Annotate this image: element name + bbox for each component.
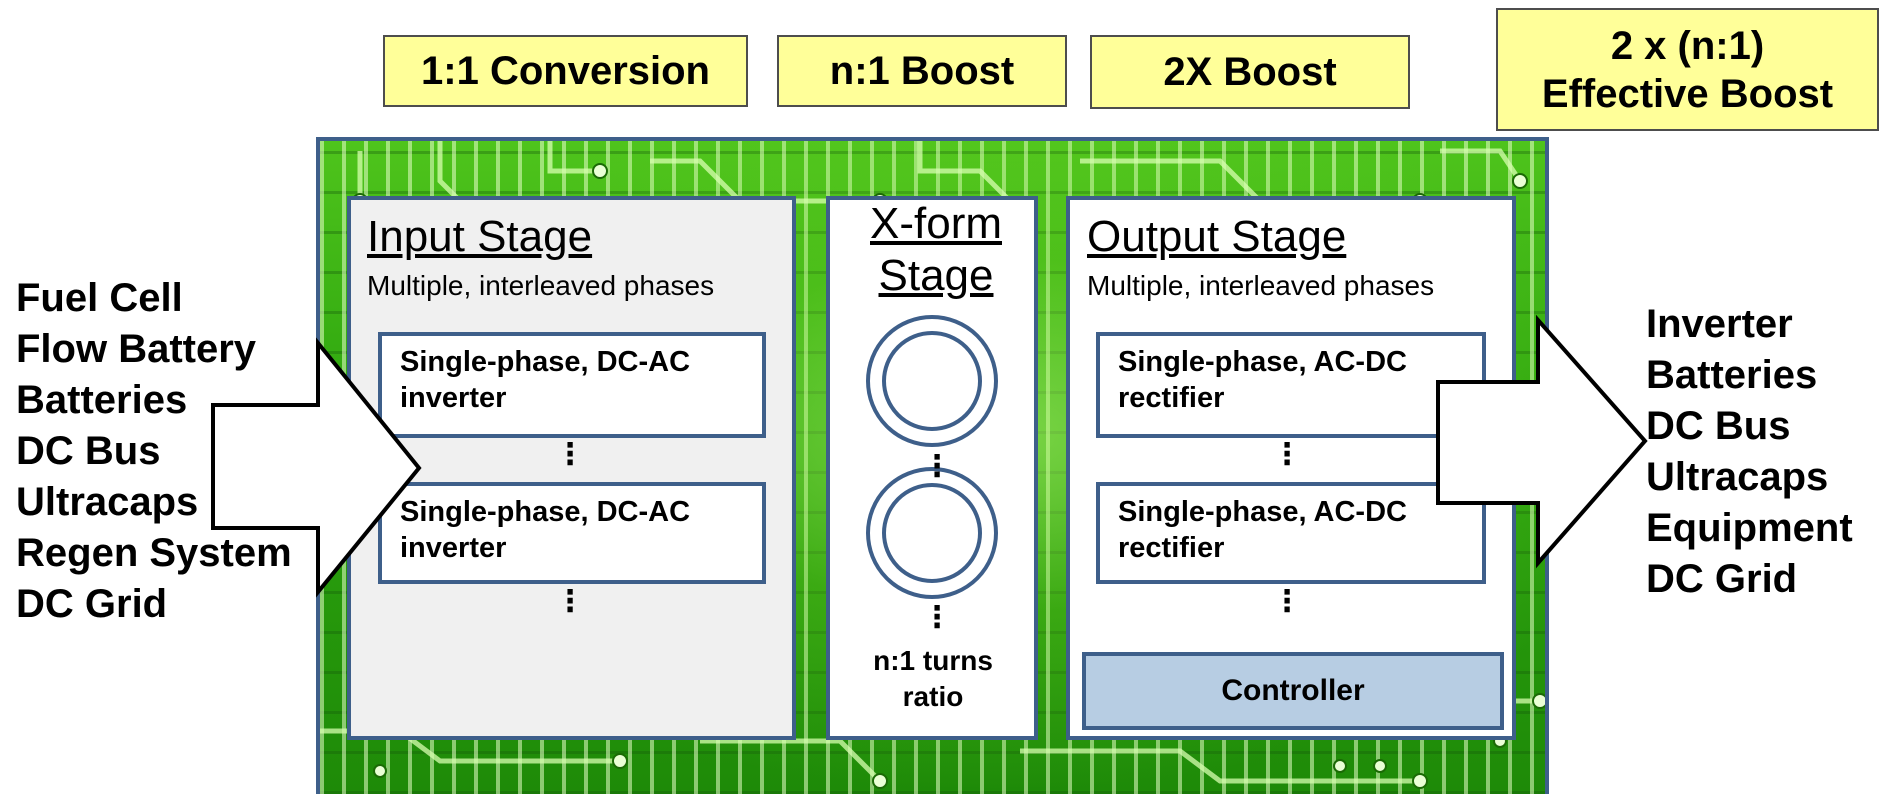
gain-label-n-boost: n:1 Boost: [777, 35, 1067, 107]
input-inverter-block-1: Single-phase, DC-AC inverter: [378, 332, 766, 438]
transformer-coil-2-inner: [882, 483, 982, 583]
output-stage-subtitle: Multiple, interleaved phases: [1087, 270, 1435, 301]
gain-label-2x-boost: 2X Boost: [1090, 35, 1410, 109]
load-item: DC Bus: [1646, 404, 1791, 448]
load-item: Ultracaps: [1646, 455, 1829, 499]
gain-label-1to1-conversion: 1:1 Conversion: [383, 35, 748, 107]
xform-stage-title: X-form Stage: [870, 199, 1002, 300]
source-item: Fuel Cell: [16, 276, 183, 320]
output-ellipsis-2: ⋮: [1272, 585, 1302, 618]
input-stage-subtitle: Multiple, interleaved phases: [367, 270, 715, 301]
load-item: Batteries: [1646, 353, 1818, 397]
transformer-coils: [866, 315, 998, 599]
load-item: Equipment: [1646, 506, 1853, 550]
source-item: DC Grid: [16, 582, 168, 626]
output-rectifier-block-2: Single-phase, AC-DC rectifier: [1096, 482, 1486, 584]
load-item: DC Grid: [1646, 557, 1798, 601]
xform-stage-panel: [826, 196, 1038, 740]
transformer-coil-1-inner: [882, 331, 982, 431]
source-item: Regen System: [16, 531, 292, 575]
source-item: Flow Battery: [16, 327, 257, 371]
load-list: Inverter Batteries DC Bus Ultracaps Equi…: [1646, 299, 1853, 605]
source-list: Fuel Cell Flow Battery Batteries DC Bus …: [16, 273, 292, 630]
gain-label-effective-boost: 2 x (n:1) Effective Boost: [1496, 8, 1879, 131]
source-item: DC Bus: [16, 429, 161, 473]
input-ellipsis-2: ⋮: [555, 585, 585, 618]
input-inverter-block-2: Single-phase, DC-AC inverter: [378, 482, 766, 584]
transformer-coil-2-outer: [866, 467, 998, 599]
input-stage-panel: [347, 196, 796, 740]
output-ellipsis-1: ⋮: [1272, 438, 1302, 471]
turns-ratio-label: n:1 turns ratio: [873, 645, 993, 712]
output-stage-title: Output Stage: [1087, 212, 1347, 261]
source-item: Batteries: [16, 378, 188, 422]
output-rectifier-block-1: Single-phase, AC-DC rectifier: [1096, 332, 1486, 438]
xform-ellipsis-2: ⋮: [922, 601, 952, 634]
source-item: Ultracaps: [16, 480, 199, 524]
transformer-coil-1-outer: [866, 315, 998, 447]
input-stage-title: Input Stage: [367, 212, 593, 261]
controller-block: Controller: [1082, 652, 1504, 730]
input-ellipsis-1: ⋮: [555, 438, 585, 471]
load-item: Inverter: [1646, 302, 1793, 346]
xform-ellipsis-1: ⋮: [922, 450, 952, 483]
